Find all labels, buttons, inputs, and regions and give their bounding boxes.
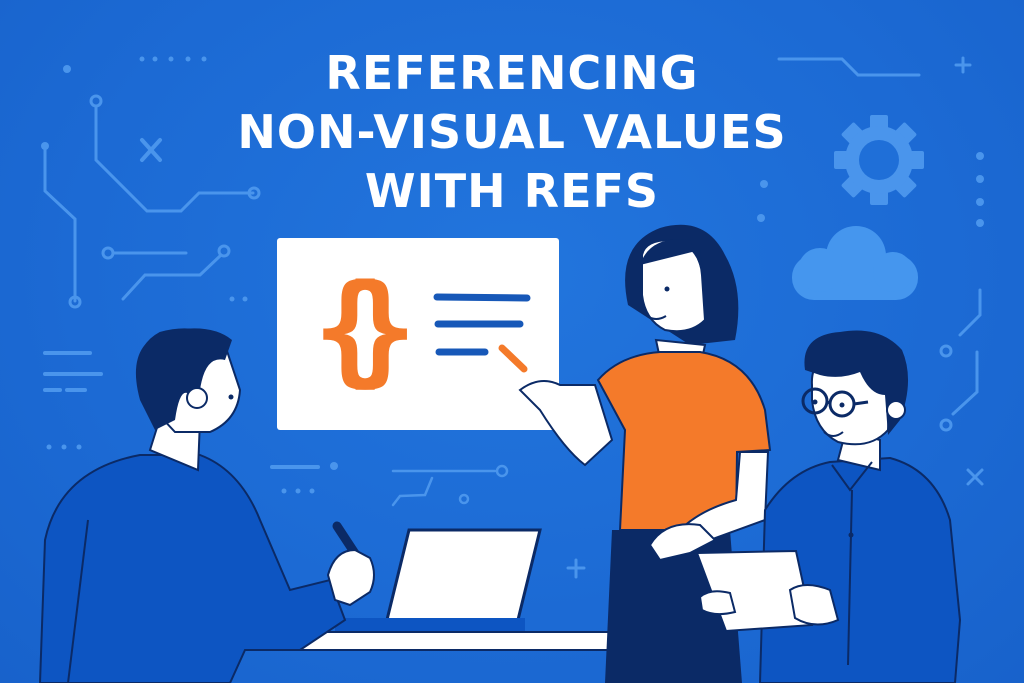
laptop: [335, 528, 542, 634]
curly-braces-symbol-close: }: [345, 260, 417, 399]
x-icon: [140, 138, 162, 162]
text-lines-icon: [433, 293, 531, 356]
circuit-decoration-left: [43, 94, 261, 309]
dots-decoration: [41, 56, 315, 494]
circuit-decoration-right: [777, 56, 984, 486]
title-line-2: NON-VISUAL VALUES: [237, 105, 787, 159]
glasses-icon: [801, 387, 869, 418]
curly-braces-symbol: {: [313, 260, 385, 399]
gear-icon: [834, 115, 924, 205]
text-lines-decoration: [43, 351, 320, 469]
person-left: [38, 328, 375, 683]
title-line-3: WITH REFS: [364, 164, 660, 218]
circuit-decoration-middle: [391, 464, 509, 507]
page-title: REFERENCING NON-VISUAL VALUES WITH REFS: [0, 44, 1024, 221]
pointer-stick: [498, 344, 528, 373]
dot: [330, 462, 338, 470]
person-center: [518, 224, 772, 683]
person-right: [695, 330, 962, 683]
dots-decoration-right: [757, 152, 984, 227]
title-line-1: REFERENCING: [325, 46, 699, 100]
plus-icon: [566, 558, 586, 579]
whiteboard: { }: [277, 238, 559, 430]
cloud-icon: [792, 226, 918, 300]
